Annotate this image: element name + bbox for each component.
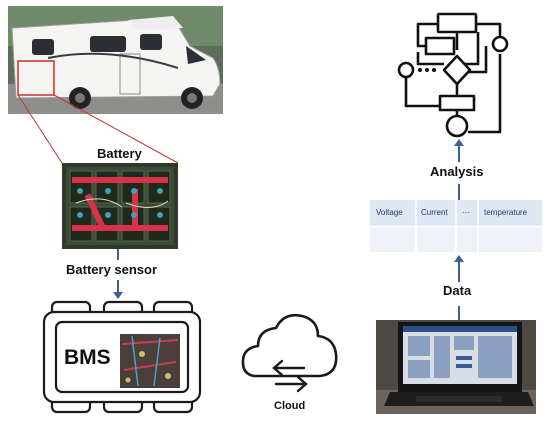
table-header-voltage: Voltage bbox=[376, 208, 403, 217]
battery-pack-photo bbox=[62, 163, 178, 249]
table-header-ellipsis: ··· bbox=[462, 208, 470, 217]
analysis-label: Analysis bbox=[430, 164, 484, 179]
data-label: Data bbox=[443, 283, 472, 298]
table-header-current: Current bbox=[421, 208, 448, 217]
bms-icon: BMS bbox=[42, 300, 202, 414]
camper-van-photo bbox=[8, 6, 223, 114]
laptop-photo bbox=[376, 320, 536, 414]
battery-sensor-label: Battery sensor bbox=[66, 262, 158, 277]
table-header-temperature: temperature bbox=[484, 208, 528, 217]
data-table: Voltage Current ··· temperature bbox=[370, 200, 542, 252]
cloud-sync-icon: Cloud bbox=[240, 308, 340, 412]
battery-label: Battery bbox=[97, 146, 142, 161]
cloud-label: Cloud bbox=[274, 400, 306, 412]
flowchart-icon bbox=[396, 6, 518, 138]
bms-label: BMS bbox=[64, 346, 111, 369]
